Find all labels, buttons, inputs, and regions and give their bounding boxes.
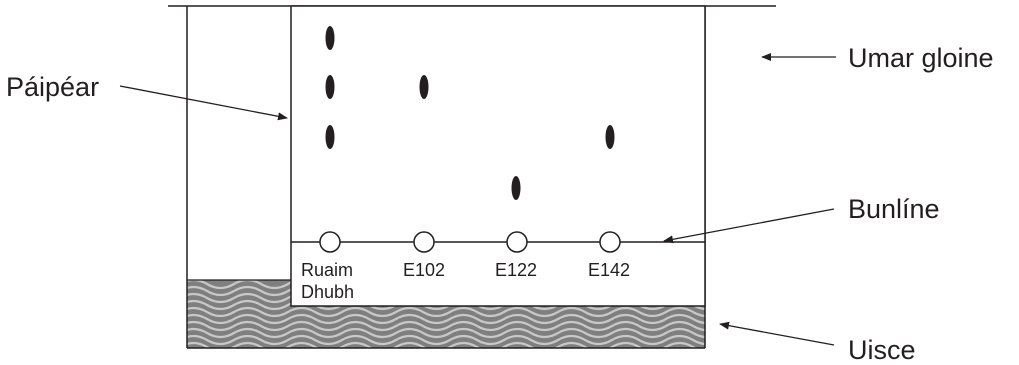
start-dot-e102 [413,231,435,253]
spot-e122 [511,176,521,200]
wave-line [187,320,705,332]
sample-label-e122: E122 [495,260,537,280]
sample-label-black-line2: Dhubh [301,282,354,302]
wave-line [187,341,698,348]
spot-black-2 [325,75,335,99]
wave-line [187,306,705,318]
spot-e142 [605,125,615,149]
sample-label-black-line1: Ruaim [301,260,353,280]
sample-labels: Ruaim Dhubh E102 E122 E142 [301,260,630,302]
sample-label-e142: E142 [588,260,630,280]
separated-spots [325,26,615,200]
start-dot-e122 [506,231,528,253]
arrow-baseline [663,208,835,244]
arrow-water [719,321,835,346]
label-baseline: Bunlíne [848,194,940,224]
chromatography-paper [290,5,706,307]
sample-label-e102: E102 [403,260,445,280]
spot-e102 [419,75,429,99]
arrow-paper [119,85,288,121]
label-water: Uisce [848,335,916,365]
start-dot-e142 [599,231,621,253]
callout-arrows [119,53,836,346]
spot-black-1 [325,26,335,50]
wave-line [187,327,705,339]
sample-start-dots [319,231,621,253]
spot-black-3 [325,125,335,149]
wave-line [187,334,705,346]
callout-labels: Páipéar Umar gloine Bunlíne Uisce [6,43,994,365]
label-paper: Páipéar [6,72,99,102]
wave-line [187,313,705,325]
label-glass-tank: Umar gloine [848,43,994,73]
start-dot-black [319,231,341,253]
